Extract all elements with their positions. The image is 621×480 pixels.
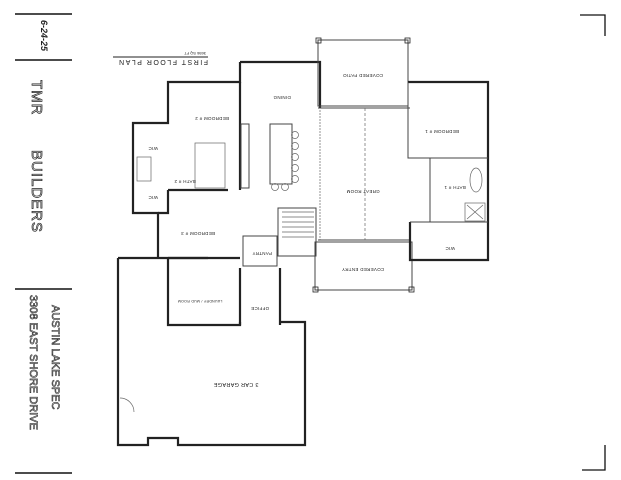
walls	[116, 37, 490, 447]
date-text: 6-24-25	[39, 20, 49, 52]
company-line1: TMR	[28, 80, 45, 116]
plan-title: FIRST FLOOR PLAN	[118, 58, 208, 65]
label-office: OFFICE	[251, 306, 269, 311]
label-bath-2: BATH # 2	[174, 179, 196, 184]
label-covered-entry: COVERED ENTRY	[342, 267, 385, 272]
label-wic: WIC	[148, 195, 158, 200]
label-bedroom-1: BEDROOM # 1	[425, 129, 459, 134]
corner-mark	[580, 14, 606, 36]
label-wic: WIC	[148, 146, 158, 151]
label-great-room: GREAT ROOM	[346, 189, 379, 194]
project-name: AUSTIN LAKE SPEC	[49, 305, 61, 410]
label-wic-master: WIC	[445, 246, 455, 251]
corner-mark	[582, 445, 606, 471]
label-bedroom-3: BEDROOM # 3	[181, 231, 215, 236]
project-address: 3308 EAST SHORE DRIVE	[27, 295, 39, 430]
title-block: 6-24-25 TMR BUILDERS AUSTIN LAKE SPEC 33…	[15, 13, 72, 474]
plan-area: 3656 SQ FT	[184, 51, 206, 56]
label-laundry: LAUNDRY / MUD ROOM	[178, 299, 223, 303]
label-garage: 3 CAR GARAGE	[214, 381, 259, 387]
label-bath-1: BATH # 1	[444, 185, 466, 190]
label-pantry: PANTRY	[252, 251, 272, 256]
label-covered-patio: COVERED PATIO	[343, 73, 383, 78]
company-line2: BUILDERS	[28, 150, 45, 233]
label-dining: DINING	[273, 95, 291, 100]
label-bedroom-2: BEDROOM # 2	[195, 116, 229, 121]
room-labels: COVERED PATIO DINING GREAT ROOM BEDROOM …	[148, 73, 466, 387]
